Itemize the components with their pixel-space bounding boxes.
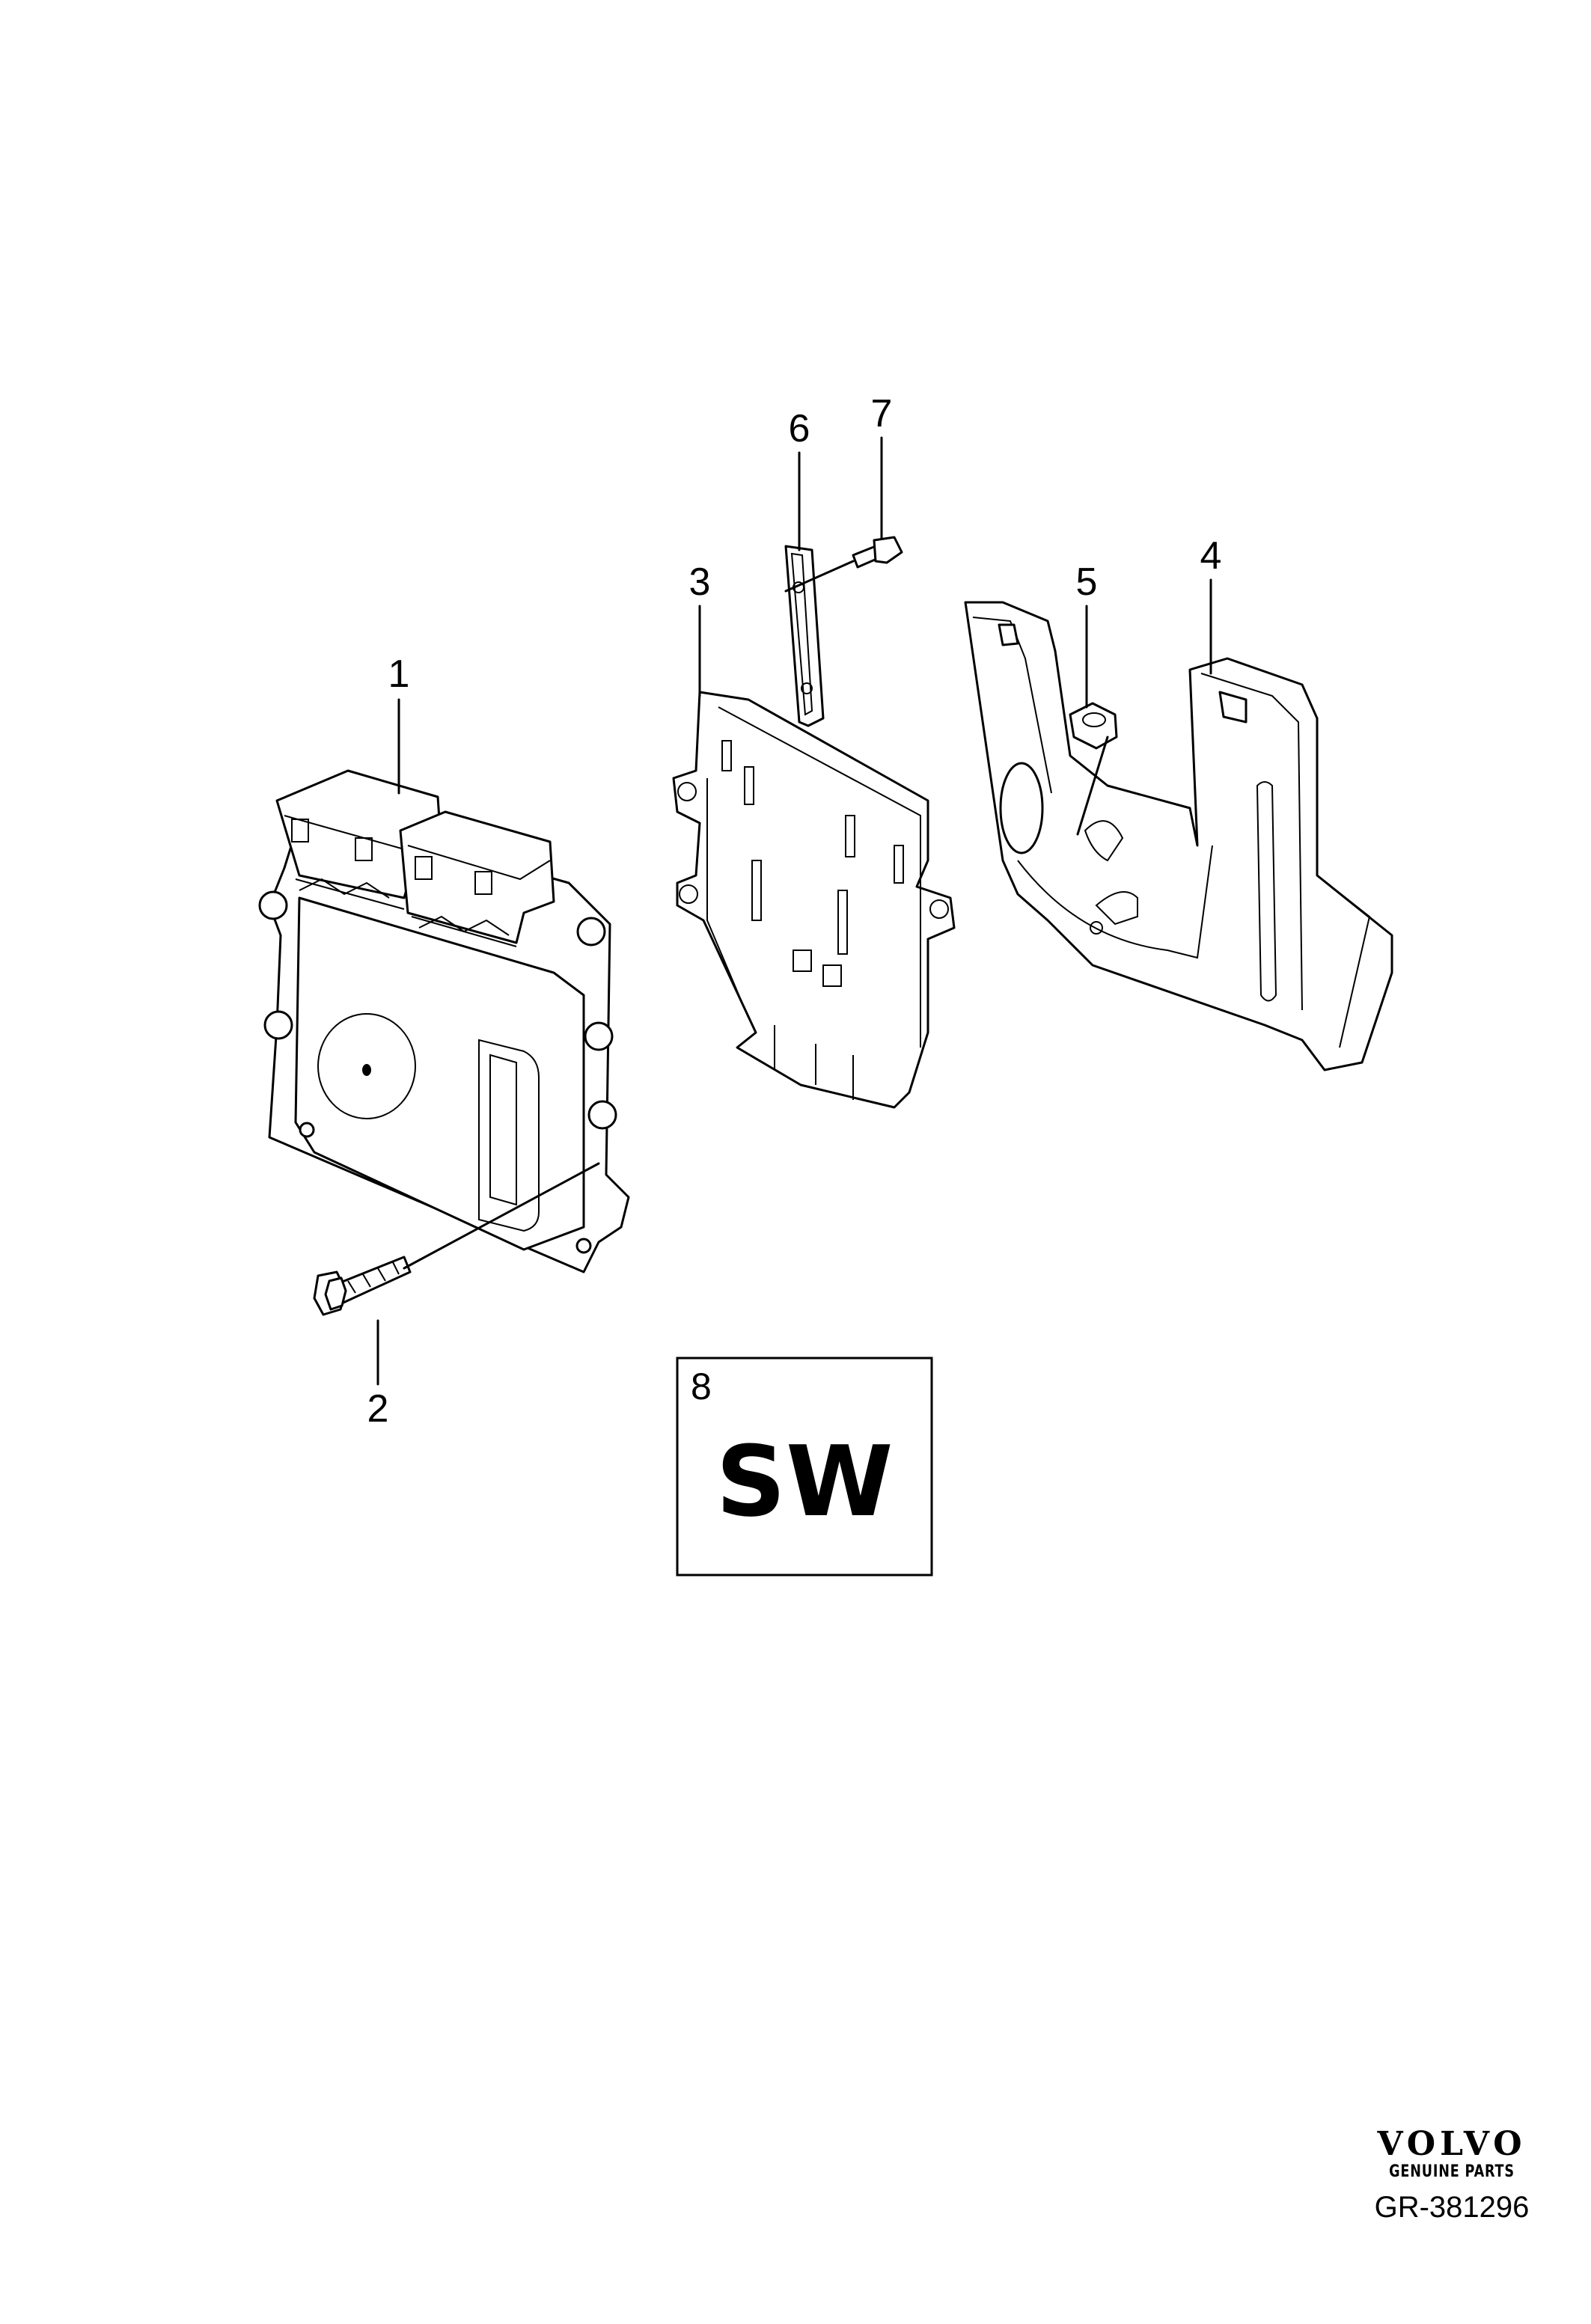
- control-module-illustration: [258, 769, 630, 1273]
- brand-name: VOLVO: [1377, 2125, 1527, 2163]
- software-box: 8 SW: [676, 1357, 933, 1577]
- callout-6: 6: [789, 407, 810, 450]
- callout-3: 3: [689, 560, 711, 604]
- bolt-illustration: [313, 1256, 412, 1316]
- callout-2: 2: [367, 1387, 389, 1431]
- screw-illustration: [852, 536, 903, 569]
- callout-1: 1: [388, 652, 410, 696]
- brand-tagline: GENUINE PARTS: [1389, 2162, 1515, 2181]
- clip-illustration: [784, 545, 825, 727]
- callout-7: 7: [871, 392, 893, 435]
- bracket-illustration: [672, 691, 956, 1109]
- drawing-reference: GR-381296: [1374, 2191, 1530, 2224]
- software-box-number: 8: [691, 1366, 712, 1407]
- nut-illustration: [1069, 702, 1118, 750]
- callout-4: 4: [1200, 534, 1222, 578]
- software-box-label: SW: [715, 1425, 893, 1538]
- callout-5: 5: [1076, 560, 1098, 604]
- callout-labels: 1 2 3 4 5 6 7: [367, 392, 1222, 1431]
- brand-logo: VOLVO GENUINE PARTS: [1340, 2126, 1564, 2182]
- leader-lines: [376, 436, 1212, 1386]
- shield-illustration: [964, 601, 1393, 1071]
